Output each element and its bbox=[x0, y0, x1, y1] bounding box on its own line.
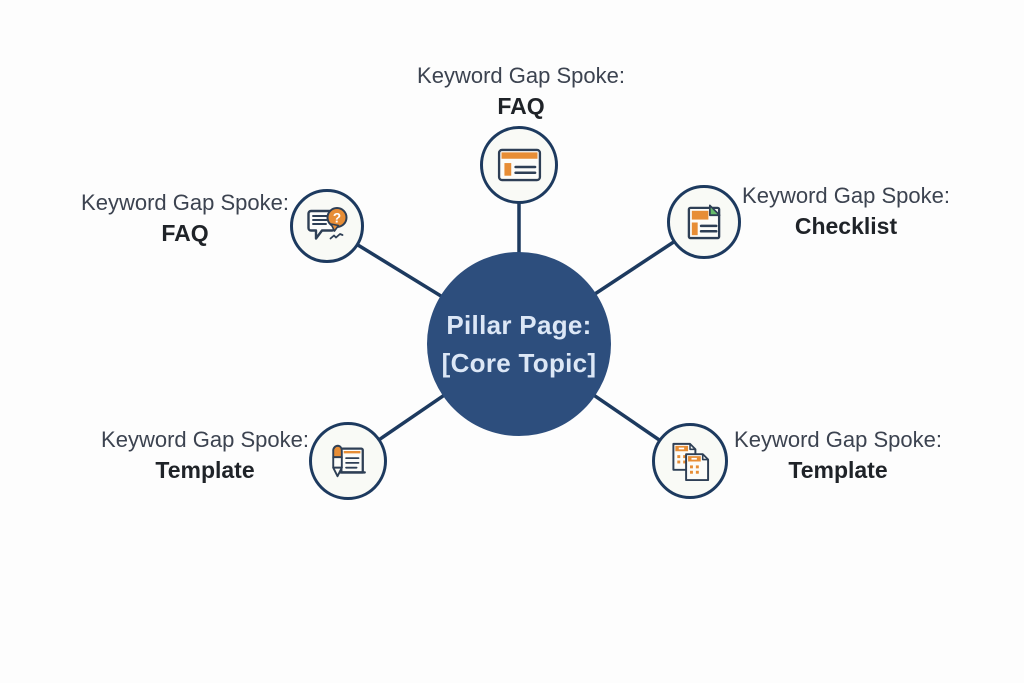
spoke-label-text: Keyword Gap Spoke: bbox=[417, 63, 625, 88]
spoke-node-lower-right bbox=[652, 423, 728, 499]
spoke-topic-text: FAQ bbox=[161, 220, 209, 246]
hub-title-line2: [Core Topic] bbox=[441, 348, 597, 378]
browser-window-icon bbox=[497, 148, 541, 181]
spoke-node-lower-left bbox=[309, 422, 387, 500]
spoke-label-lower-left: Keyword Gap Spoke: Template bbox=[45, 426, 365, 484]
spoke-label-lower-right: Keyword Gap Spoke: Template bbox=[678, 426, 998, 484]
spoke-topic-text: FAQ bbox=[497, 93, 545, 119]
spoke-label-text: Keyword Gap Spoke: bbox=[734, 427, 942, 452]
spoke-label-upper-left: Keyword Gap Spoke: FAQ bbox=[25, 189, 345, 247]
spoke-label-upper-right: Keyword Gap Spoke: Checklist bbox=[686, 182, 1006, 240]
spoke-node-upper-right bbox=[667, 185, 741, 259]
spoke-topic-text: Template bbox=[788, 457, 888, 483]
hub-pillar-page: Pillar Page: [Core Topic] bbox=[427, 252, 611, 436]
spoke-label-top: Keyword Gap Spoke: FAQ bbox=[361, 62, 681, 120]
spoke-node-top bbox=[480, 126, 558, 204]
spoke-label-text: Keyword Gap Spoke: bbox=[81, 190, 289, 215]
pen-document-icon bbox=[332, 444, 366, 478]
svg-text:?: ? bbox=[333, 211, 341, 226]
checklist-document-icon bbox=[687, 204, 720, 239]
spoke-label-text: Keyword Gap Spoke: bbox=[742, 183, 950, 208]
template-cards-icon bbox=[671, 442, 709, 481]
question-bubble-icon: ? bbox=[307, 207, 348, 240]
hub-title-line1: Pillar Page: bbox=[446, 310, 592, 340]
spoke-topic-text: Checklist bbox=[794, 213, 898, 239]
spoke-topic-text: Template bbox=[155, 457, 255, 483]
spoke-label-text: Keyword Gap Spoke: bbox=[101, 427, 309, 452]
spoke-node-upper-left: ? bbox=[290, 189, 364, 263]
